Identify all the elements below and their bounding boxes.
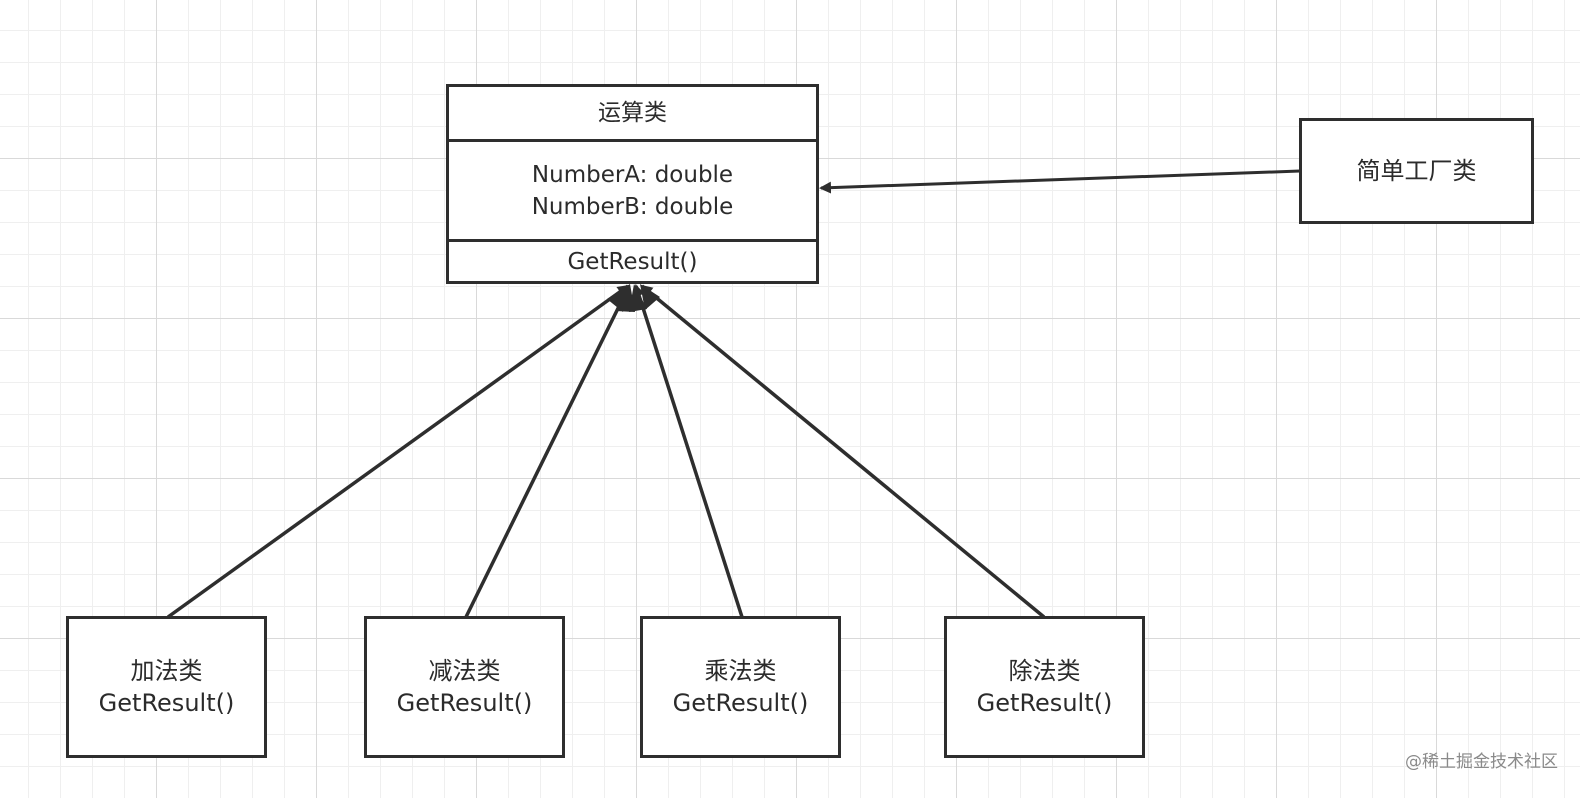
dependency-arrow-factory-to-operation [819,169,1301,194]
arrowhead-inheritance-divide [640,284,660,310]
attribute-number-b: NumberB: double [531,193,734,220]
inheritance-arrow-subtract [464,284,631,618]
inheritance-arrow-multiply [633,284,744,618]
inheritance-arrow-add [166,284,630,619]
subtract-class-name: 减法类 [428,657,501,685]
multiply-class-method: GetResult() [672,689,809,717]
operation-class-methods-compartment: GetResult() [449,242,816,281]
operation-class-name-compartment: 运算类 [449,87,816,139]
attribute-number-a: NumberA: double [531,161,734,188]
operation-class-box[interactable]: 运算类 NumberA: double NumberB: double GetR… [446,84,819,284]
simple-factory-class-name: 简单工厂类 [1356,157,1477,185]
add-class-box[interactable]: 加法类 GetResult() [66,616,267,758]
multiply-class-name: 乘法类 [704,657,777,685]
operation-class-name: 运算类 [598,100,667,126]
inheritance-arrow-divide [640,284,1046,619]
operation-class-attributes-compartment: NumberA: double NumberB: double [449,142,816,239]
operation-class-divider-2 [449,239,816,242]
divide-class-name: 除法类 [1008,657,1081,685]
add-class-name: 加法类 [130,657,203,685]
divide-class-box[interactable]: 除法类 GetResult() [944,616,1145,758]
multiply-class-box[interactable]: 乘法类 GetResult() [640,616,841,758]
subtract-class-box[interactable]: 减法类 GetResult() [364,616,565,758]
watermark-text: @稀土掘金技术社区 [1405,752,1558,772]
divide-class-method: GetResult() [976,689,1113,717]
simple-factory-class-box[interactable]: 简单工厂类 [1299,118,1534,224]
add-class-method: GetResult() [98,689,235,717]
operation-class-method: GetResult() [567,248,698,275]
arrowhead-inheritance-multiply [629,284,647,312]
operation-class-divider-1 [449,139,816,142]
subtract-class-method: GetResult() [396,689,533,717]
